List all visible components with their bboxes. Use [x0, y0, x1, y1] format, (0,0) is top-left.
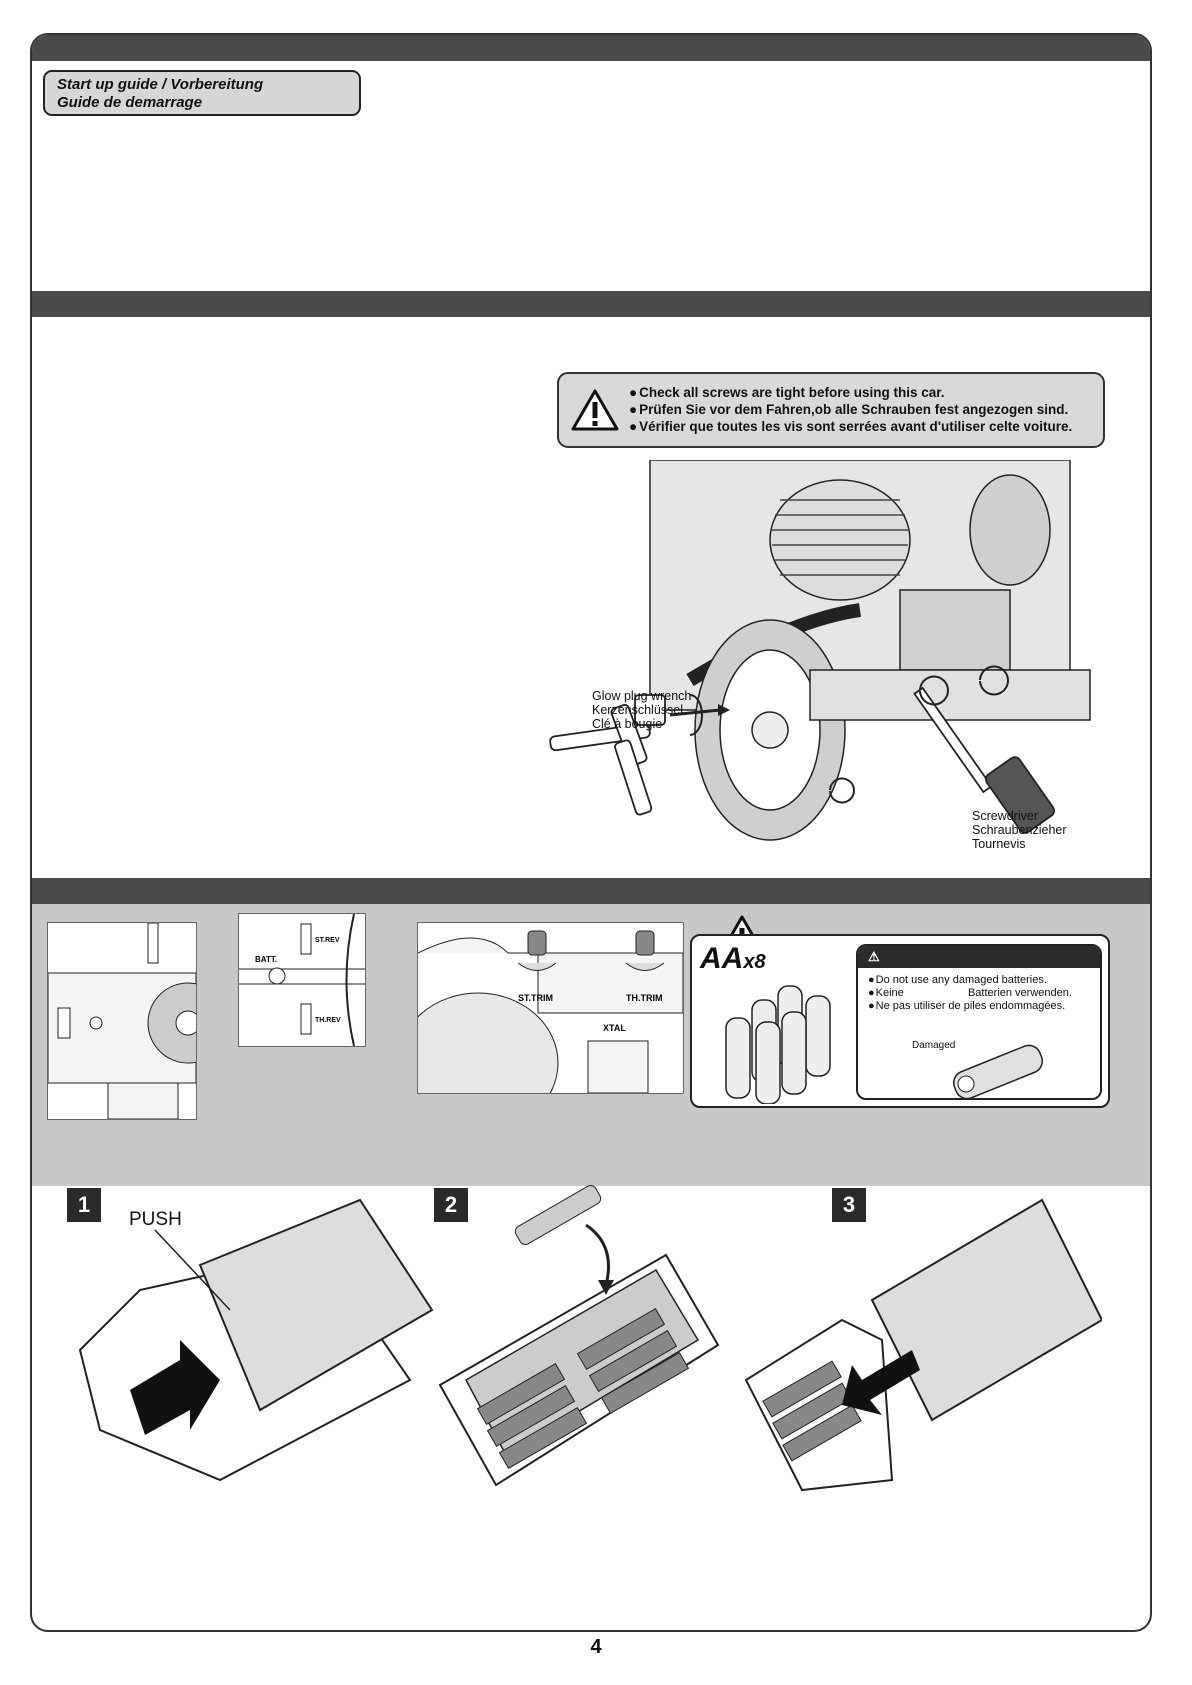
- damaged-label: Damaged: [912, 1040, 956, 1051]
- battery-spec: AAx8: [700, 942, 766, 976]
- transmitter-side-view: [47, 922, 197, 1120]
- screwdriver-de: Schraubenzieher: [972, 823, 1067, 837]
- battery-info-card: AAx8 ⚠ Do not use any damaged batteries.…: [690, 934, 1110, 1108]
- section-bar-3: [32, 878, 1150, 904]
- damaged-warning-header: ⚠: [858, 946, 1100, 968]
- th-rev-label: TH.REV: [315, 1017, 341, 1024]
- screwdriver-fr: Tournevis: [972, 837, 1026, 851]
- switch-closeup-illustration: BATT. ST.REV TH.REV: [239, 914, 365, 1046]
- damaged-battery-icon: [952, 1044, 1044, 1098]
- step-2-badge: 2: [434, 1188, 468, 1222]
- title-line-2: Guide de demarrage: [57, 94, 203, 111]
- aa-batteries-illustration: [725, 985, 831, 1104]
- screw-warning-list: Check all screws are tight before using …: [629, 384, 1072, 435]
- screw-warning-box: Check all screws are tight before using …: [557, 372, 1105, 448]
- damaged-warning-list: Do not use any damaged batteries. Keine …: [868, 974, 1100, 1013]
- damaged-battery-warning: ⚠ Do not use any damaged batteries. Kein…: [856, 944, 1102, 1100]
- th-trim-label: TH.TRIM: [626, 993, 663, 1003]
- step-2-illustration: [438, 1185, 720, 1487]
- push-label: PUSH: [129, 1209, 182, 1230]
- page-number: 4: [590, 1636, 602, 1658]
- step-3-badge: 3: [832, 1188, 866, 1222]
- damaged-warning-fr: Ne pas utiliser de piles endommagées.: [868, 1000, 1100, 1013]
- damaged-warning-de: Keine Batterien verwenden.: [868, 987, 1100, 1000]
- warning-fr: Vérifier que toutes les vis sont serrées…: [629, 418, 1072, 435]
- transmitter-side-illustration: [48, 923, 196, 1119]
- warning-en: Check all screws are tight before using …: [629, 384, 1072, 401]
- warning-de: Prüfen Sie vor dem Fahren,ob alle Schrau…: [629, 401, 1072, 418]
- screwdriver-en: Screwdriver: [972, 809, 1038, 823]
- step-1-illustration: [78, 1198, 434, 1482]
- step-1-badge: 1: [67, 1188, 101, 1222]
- section-bar-2: [32, 291, 1150, 317]
- header-bar: [32, 35, 1150, 61]
- wrench-en: Glow plug wrench: [592, 689, 692, 703]
- st-trim-label: ST.TRIM: [518, 993, 553, 1003]
- battery-count: x8: [743, 951, 766, 973]
- damaged-warning-en: Do not use any damaged batteries.: [868, 974, 1100, 987]
- wrench-de: Kerzenschlüssel: [592, 703, 684, 717]
- warning-triangle-icon: [571, 389, 619, 431]
- screwdriver-label: Screwdriver Schraubenzieher Tournevis: [972, 809, 1067, 851]
- st-rev-label: ST.REV: [315, 937, 340, 944]
- wrench-fr: Clé à bougie: [592, 717, 663, 731]
- xtal-label: XTAL: [603, 1023, 626, 1033]
- section-title: Start up guide / Vorbereitung Guide de d…: [43, 70, 361, 116]
- transmitter-trim-closeup: ST.TRIM TH.TRIM XTAL: [417, 922, 684, 1094]
- car-chassis-illustration: [549, 460, 1091, 841]
- step-3-illustration: [744, 1198, 1102, 1492]
- trim-closeup-illustration: ST.TRIM TH.TRIM XTAL: [418, 930, 683, 1093]
- transmitter-switch-closeup: BATT. ST.REV TH.REV: [238, 913, 366, 1047]
- batt-label: BATT.: [255, 955, 277, 964]
- title-line-1: Start up guide / Vorbereitung: [57, 76, 264, 93]
- battery-type: AA: [700, 942, 744, 975]
- glow-plug-wrench-label: Glow plug wrench Kerzenschlüssel Clé à b…: [592, 689, 691, 731]
